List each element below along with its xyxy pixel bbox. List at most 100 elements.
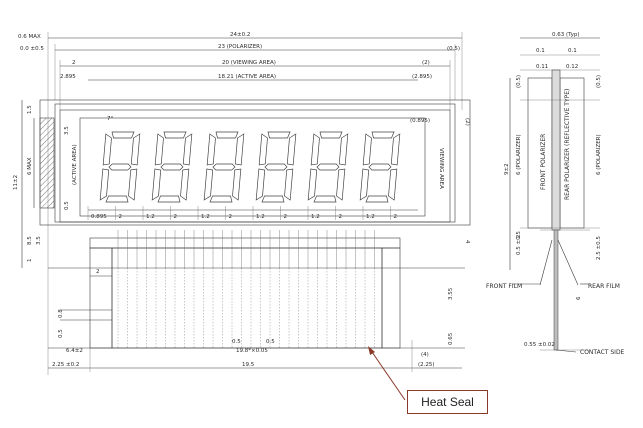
dim-v15: 1.5 [27,105,33,114]
dim-355: 3.55 [448,287,454,300]
dim-v85: 8.5 [27,236,33,245]
dim-right-0895: (0.895) [410,118,430,124]
digit-spacing-value: 0.895 [91,214,107,220]
seven-segment-digits [99,131,401,203]
dim-v35b: 3.5 [64,126,70,135]
label-front-polarizer: FRONT POLARIZER [540,134,547,190]
segment [338,133,349,166]
segment [359,168,370,201]
dim-left-08: 0.8 [58,309,64,318]
segment [99,168,110,201]
dim-left-64: 6.4±2 [66,348,83,354]
dim-bottom-mid: 19.5 [242,362,255,368]
segment [258,133,268,166]
segment [154,133,164,166]
side-total: 9±2 [504,163,510,175]
segment [108,163,132,171]
segment [102,133,112,166]
glass-stack [551,69,561,231]
dim-right-2-vert: (2) [464,118,470,126]
segment [313,195,337,203]
digit-spacing-value: 1.2 [256,214,265,220]
dim-v35: 3.5 [36,236,42,245]
segment [284,168,294,201]
digit-1 [99,131,141,203]
segment [307,168,318,201]
heat-seal-label: Heat Seal [421,395,474,409]
segment [157,195,181,203]
dim-right-2895: (2.895) [412,74,432,80]
segment [203,168,214,201]
dim-left-05: 0.5 [58,329,64,338]
dim-v05: 0.5 [64,201,70,210]
segment [371,131,395,139]
digit-spacing-value: 2 [229,214,233,220]
side-d011: 0.11 [536,64,548,70]
digit-spacing-value: 1.2 [366,214,375,220]
dim-4-vert: 4 [464,240,470,244]
segment [319,131,343,139]
dim-065: 0.65 [448,332,454,345]
label-front-film: FRONT FILM [486,283,522,290]
label-rear-film: REAR FILM [588,283,620,290]
segment [264,163,288,171]
segment [362,133,372,166]
label-active-area: (ACTIVE AREA) [72,144,78,185]
dim-viewing-width: 20 (VIEWING AREA) [222,60,276,66]
side-d01a: 0.1 [536,48,545,54]
label-contact-side: CONTACT SIDE [580,349,625,356]
side-d25a: 2.5 ±0.5 [596,236,602,260]
side-view: 0.63 (Typ) 0.1 0.1 0.11 0.12 FRONT POLAR… [486,32,625,356]
segment [368,163,392,171]
dim-bottom-right: (2.25) [418,362,435,368]
dim-total-height: 11±2 [13,175,19,190]
dim-6max: 6 MAX [27,157,33,175]
dim-overall-width: 24±0.2 [230,32,250,38]
segment [212,163,236,171]
digit-spacing-value: 2 [394,214,398,220]
segment [209,195,233,203]
side-d012: 0.12 [566,64,578,70]
dim-left-2: 2 [72,60,76,66]
side-d01b: 0.1 [568,48,577,54]
digit-spacing-value: 2 [284,214,288,220]
label-viewing-area: VIEWING AREA [438,148,444,189]
segment [390,133,401,166]
callout-arrowhead [368,346,375,355]
dim-w4: (4) [421,352,429,358]
segment [130,133,141,166]
dim-right-05: (0.5) [447,46,460,52]
digit-6 [359,131,401,203]
side-h05: (0.5) [516,75,522,88]
side-pol6b: 6 (POLARIZER) [596,134,602,175]
segment [388,168,398,201]
segment [232,168,242,201]
heat-seal-callout: Heat Seal [407,390,488,414]
segment [151,168,162,201]
segment [105,195,129,203]
digit-spacing-value: 1.2 [201,214,210,220]
segment [267,131,291,139]
label-rear-polarizer: REAR POLARIZER (REFLECTIVE TYPE) [564,89,571,200]
segment [163,131,187,139]
segment [128,168,138,201]
edge-hatch [39,117,55,209]
digit-5 [307,131,349,203]
segment [111,131,135,139]
segment [316,163,340,171]
dim-bottom-left: 2.25 ±0.2 [52,362,79,368]
flex-tail [553,229,559,351]
dim-polarizer-width: 23 (POLARIZER) [218,44,262,50]
segment [215,131,239,139]
dim-w05a: 0.5 [232,339,241,345]
segment [261,195,285,203]
side-d05: 0.5 ±0.5 [516,231,522,255]
digit-spacing-value: 1.2 [146,214,155,220]
dim-right-2: (2) [422,60,430,66]
side-d2: 2 [516,235,522,239]
digit-spacing-value: 2 [339,214,343,220]
digit-spacing-value: 1.2 [311,214,320,220]
digit-spacing-value: 2 [174,214,178,220]
label-slant-angle: 7° [107,116,113,122]
pin-lines [117,230,375,348]
